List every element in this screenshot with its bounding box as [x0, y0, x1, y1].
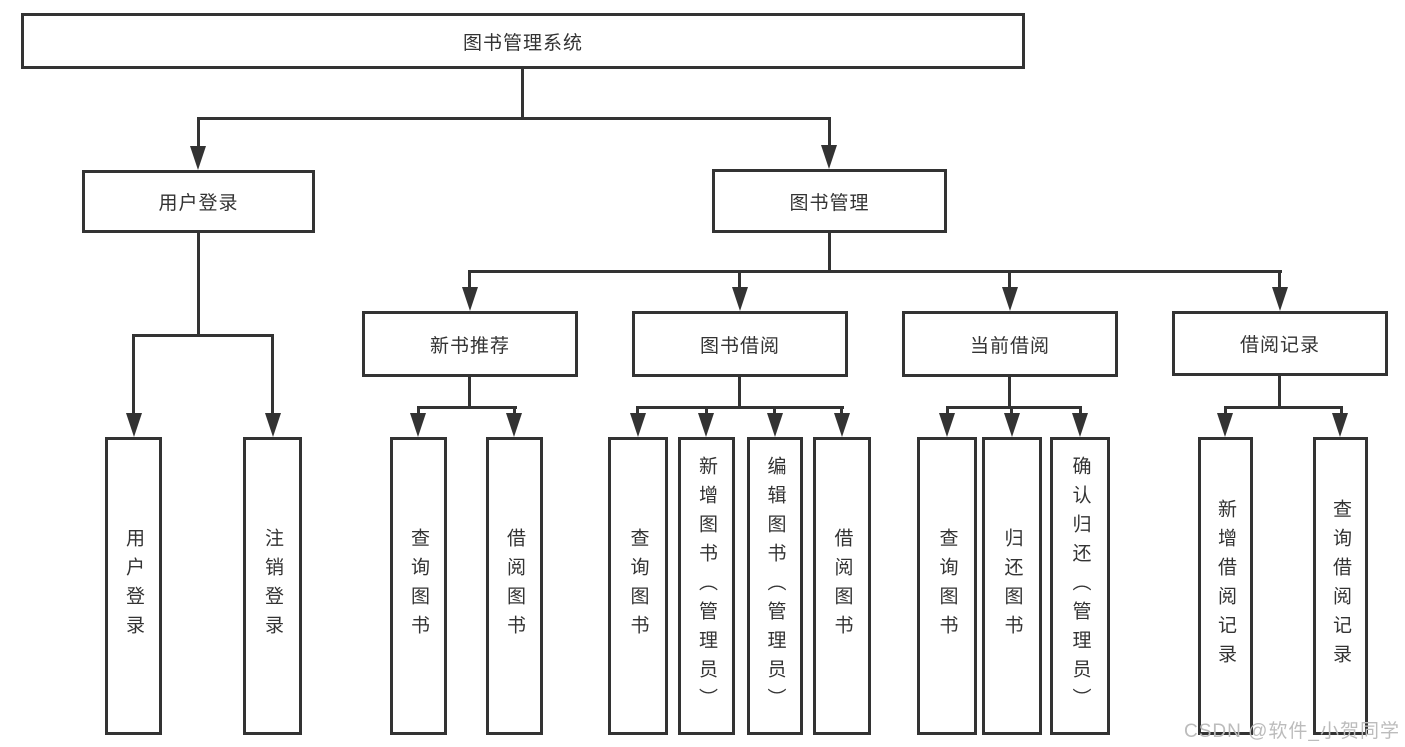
node-label: 查询借阅记录 [1330, 499, 1351, 673]
arrowhead [821, 145, 837, 169]
leaf-user-login: 用户登录 [105, 437, 162, 735]
node-label: 图书借阅 [699, 335, 780, 357]
connector-drop [1079, 406, 1082, 416]
connector-bar [468, 270, 1282, 273]
connector-drop [132, 334, 135, 414]
connector-stem [197, 233, 200, 337]
connector-drop [705, 406, 708, 416]
arrowhead [732, 287, 748, 311]
connector-bar [417, 406, 517, 409]
connector-drop [840, 406, 843, 416]
node-borrowing-records: 借阅记录 [1172, 311, 1388, 376]
connector-bar [946, 406, 1082, 409]
arrowhead [1332, 413, 1348, 437]
connector-drop [271, 334, 274, 414]
leaf-edit-books-admin: 编辑图书（管理员） [747, 437, 803, 735]
connector-root-stem [521, 68, 524, 120]
node-user-login: 用户登录 [82, 170, 315, 233]
arrowhead [630, 413, 646, 437]
node-label: 借阅记录 [1239, 335, 1320, 356]
arrowhead [410, 413, 426, 437]
arrowhead [939, 413, 955, 437]
connector-drop [1224, 406, 1227, 416]
node-label: 借阅图书 [831, 528, 853, 644]
connector-drop [468, 270, 471, 288]
arrowhead [1272, 287, 1288, 311]
connector-root-bar [197, 117, 831, 120]
node-library-management-system: 图书管理系统 [21, 13, 1025, 69]
arrowhead [126, 413, 142, 437]
node-current-borrowing: 当前借阅 [902, 311, 1118, 377]
arrowhead [462, 287, 478, 311]
connector-bar [636, 406, 844, 409]
node-label: 查询图书 [408, 528, 429, 644]
csdn-watermark: CSDN @软件_小贺同学 [1184, 721, 1400, 742]
node-book-borrowing: 图书借阅 [632, 311, 848, 377]
leaf-query-borrow-record: 查询借阅记录 [1313, 437, 1368, 735]
leaf-query-books-recommend: 查询图书 [390, 437, 447, 735]
connector-bar [1224, 406, 1343, 409]
node-label: 查询图书 [627, 528, 649, 644]
connector-stem [828, 233, 831, 273]
node-label: 当前借阅 [969, 335, 1050, 357]
leaf-logout: 注销登录 [243, 437, 302, 735]
connector-stem [1278, 376, 1281, 409]
connector-drop [1008, 270, 1011, 288]
leaf-borrow-books-borrowing: 借阅图书 [813, 437, 871, 735]
connector-drop [1278, 270, 1281, 288]
node-new-book-recommendation: 新书推荐 [362, 311, 578, 377]
node-label: 编辑图书（管理员） [764, 455, 786, 717]
arrowhead [767, 413, 783, 437]
connector-drop [417, 406, 420, 416]
arrowhead [190, 146, 206, 170]
arrowhead [834, 413, 850, 437]
node-label: 图书管理系统 [462, 32, 583, 54]
leaf-query-books-borrowing: 查询图书 [608, 437, 668, 735]
node-label: 新书推荐 [429, 335, 510, 357]
node-label: 用户登录 [158, 193, 239, 214]
connector-drop [946, 406, 949, 416]
node-label: 归还图书 [1001, 528, 1023, 644]
arrowhead [506, 413, 522, 437]
leaf-add-borrow-record: 新增借阅记录 [1198, 437, 1253, 735]
node-label: 新增借阅记录 [1215, 499, 1236, 673]
arrowhead [1217, 413, 1233, 437]
connector-drop [1340, 406, 1343, 416]
leaf-borrow-books-recommend: 借阅图书 [486, 437, 543, 735]
connector-drop [513, 406, 516, 416]
node-label: 用户登录 [123, 528, 144, 644]
connector-stem [1008, 377, 1011, 409]
connector-drop [1010, 406, 1013, 416]
connector-bar [132, 334, 274, 337]
connector-drop [738, 270, 741, 288]
arrowhead [1072, 413, 1088, 437]
leaf-add-books-admin: 新增图书（管理员） [678, 437, 735, 735]
connector-drop [197, 117, 200, 147]
node-label: 查询图书 [936, 528, 958, 644]
node-label: 注销登录 [262, 528, 283, 644]
leaf-confirm-return-admin: 确认归还（管理员） [1050, 437, 1110, 735]
connector-drop [636, 406, 639, 416]
leaf-query-books-current: 查询图书 [917, 437, 977, 735]
arrowhead [698, 413, 714, 437]
connector-stem [468, 377, 471, 409]
arrowhead [1004, 413, 1020, 437]
arrowhead [1002, 287, 1018, 311]
connector-drop [828, 117, 831, 146]
node-label: 图书管理 [789, 192, 870, 214]
leaf-return-books: 归还图书 [982, 437, 1042, 735]
node-label: 新增图书（管理员） [696, 455, 717, 717]
node-label: 借阅图书 [504, 528, 525, 644]
arrowhead [265, 413, 281, 437]
connector-stem [738, 377, 741, 409]
node-book-management: 图书管理 [712, 169, 947, 233]
node-label: 确认归还（管理员） [1069, 455, 1091, 717]
connector-drop [773, 406, 776, 416]
